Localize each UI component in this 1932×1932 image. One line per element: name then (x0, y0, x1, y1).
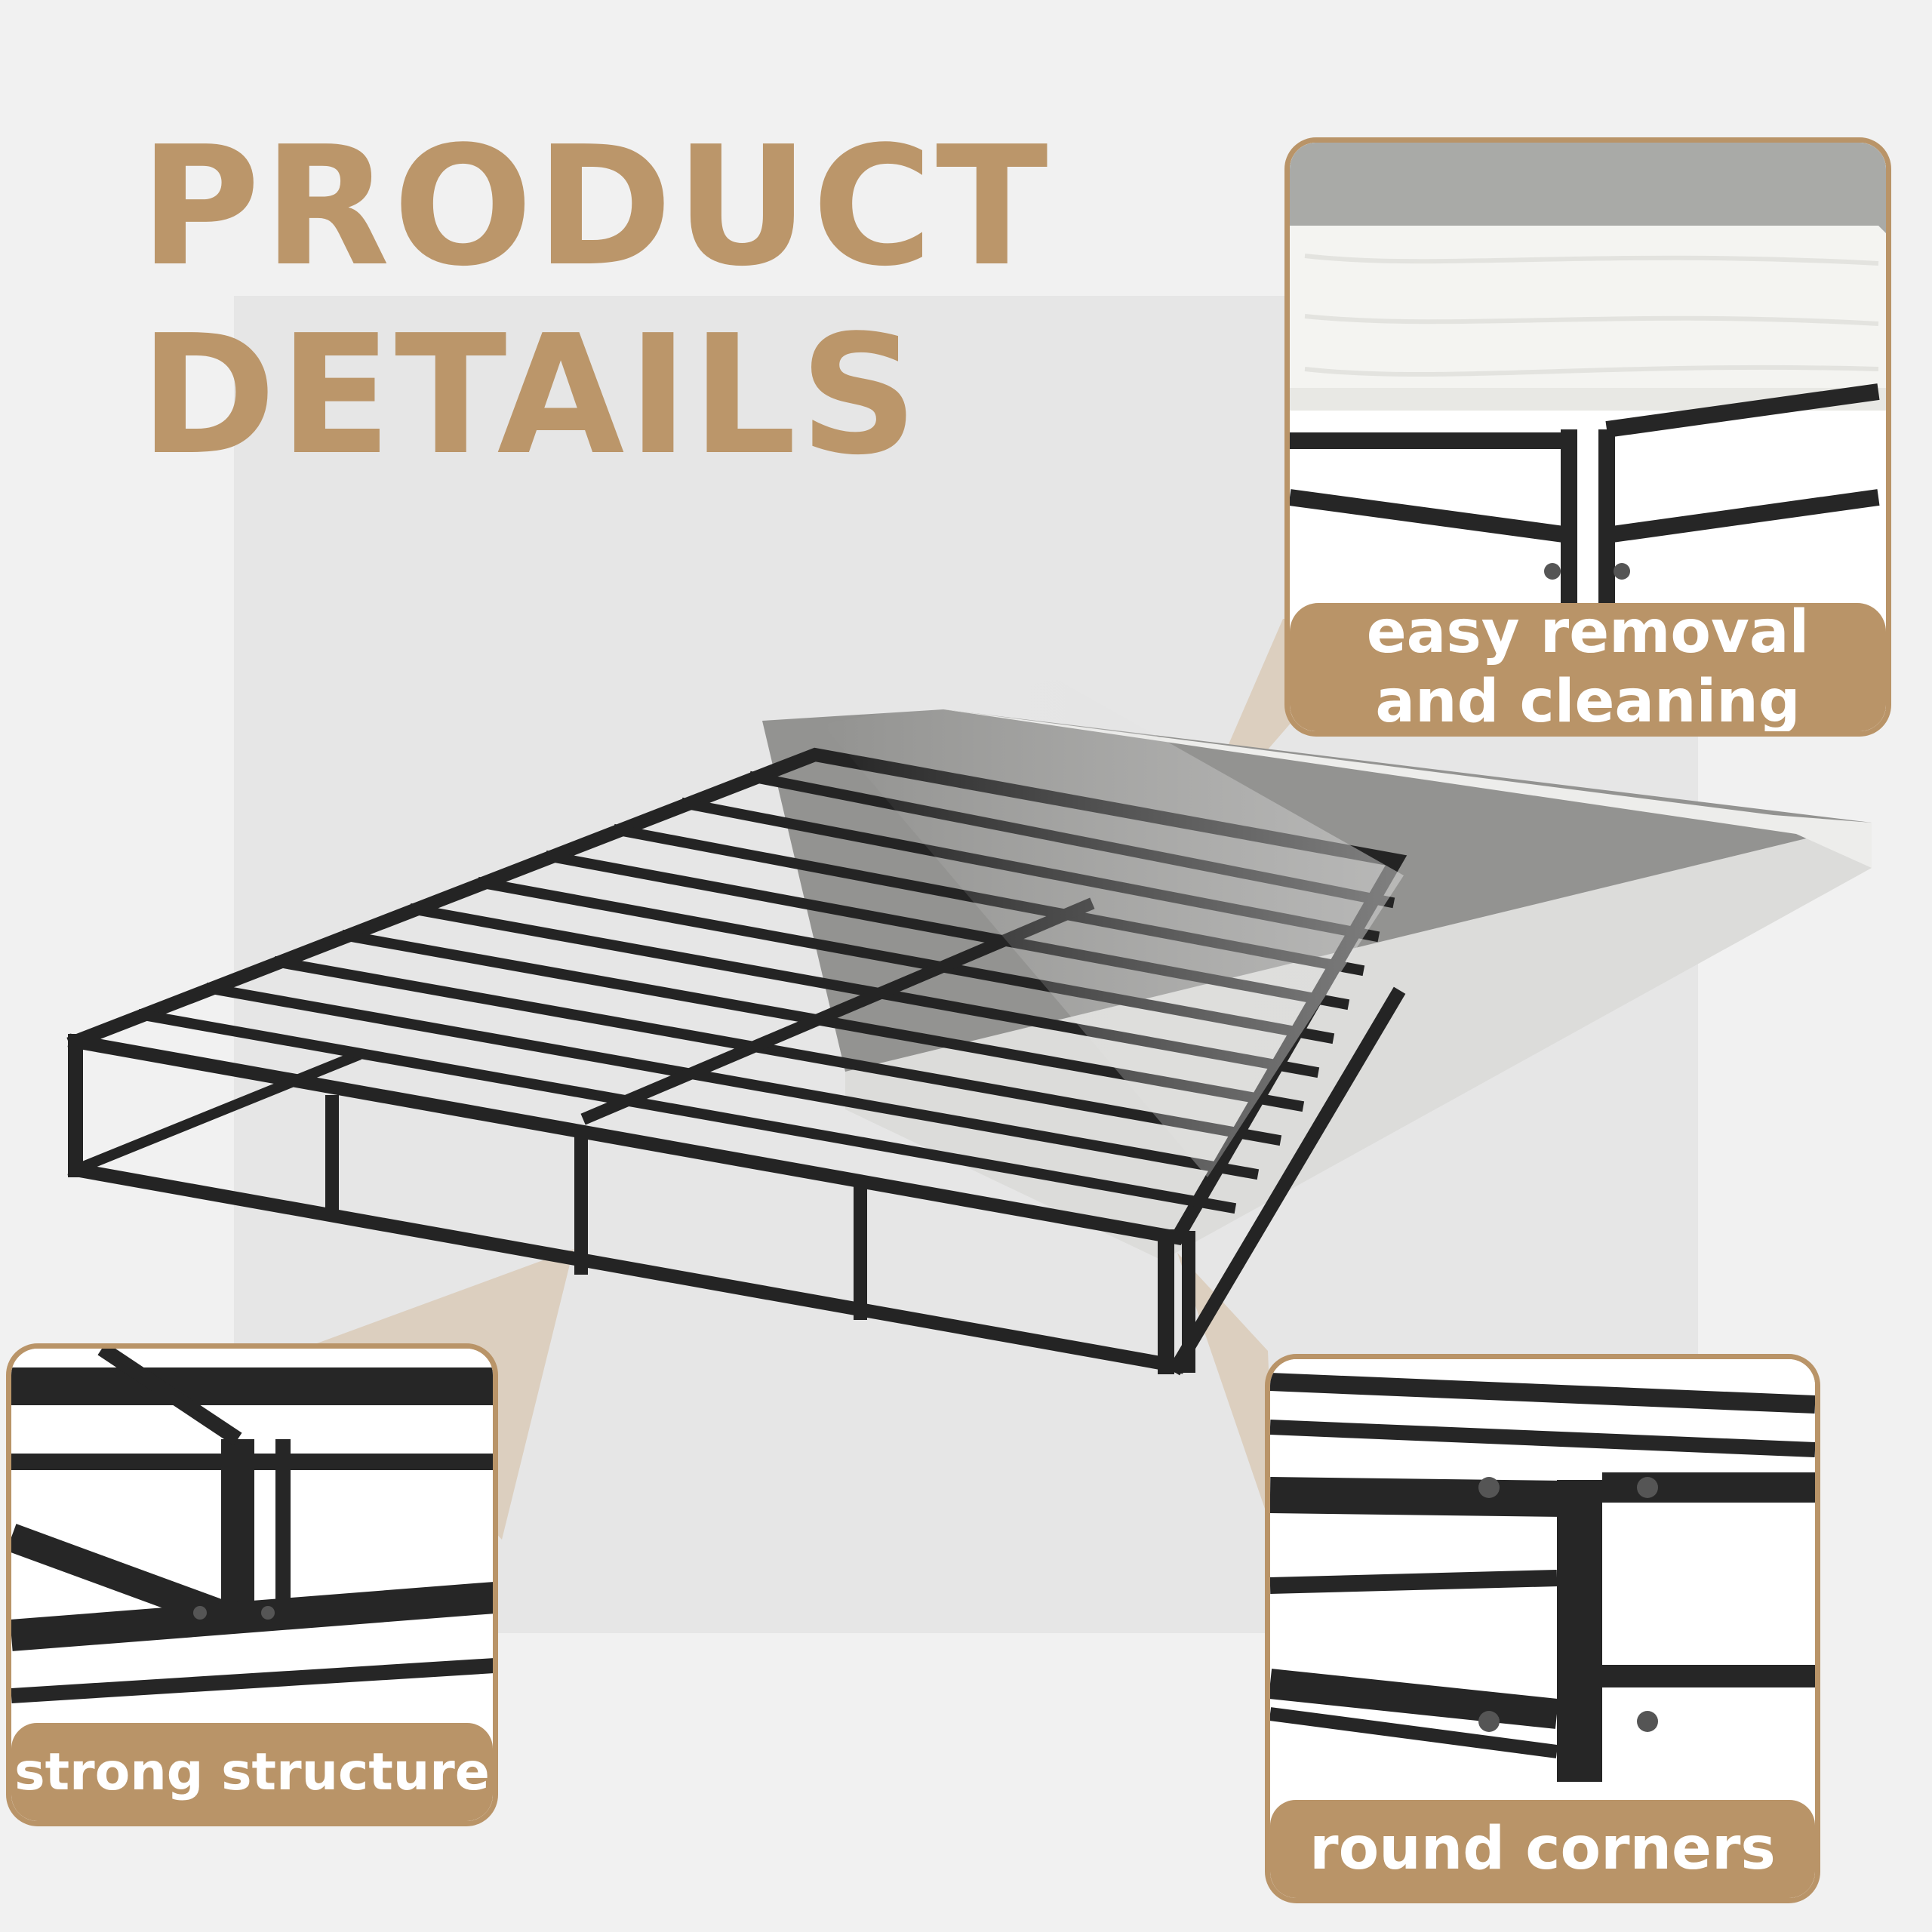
callout-easy-removal: easy removal and cleaning (1284, 137, 1891, 737)
caption-easy-removal: easy removal and cleaning (1290, 598, 1886, 731)
callout-strong-structure: strong structure (6, 1343, 498, 1826)
callout-round-corners: round corners (1265, 1354, 1820, 1903)
title-line-2: DETAILS (140, 300, 921, 491)
caption-easy-removal-line-1: easy removal (1366, 598, 1810, 666)
caption-strong-structure: strong structure (11, 1723, 493, 1821)
title-line-1: PRODUCT (140, 112, 1051, 303)
frame-fade-overlay (823, 679, 1404, 1177)
caption-easy-removal-line-2: and cleaning (1375, 668, 1801, 736)
page-title: PRODUCT DETAILS (140, 113, 1051, 491)
caption-round-corners: round corners (1270, 1800, 1815, 1898)
